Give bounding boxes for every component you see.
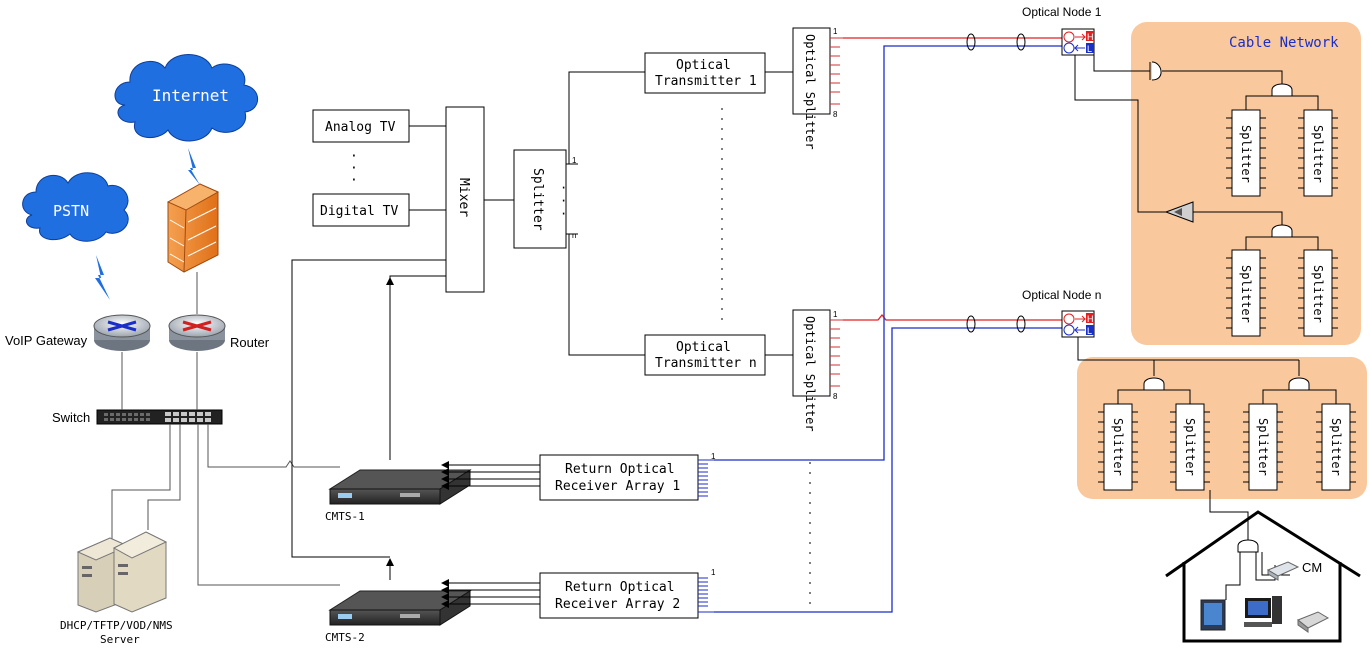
cmts-1-icon: [328, 469, 472, 505]
optical-node-1: H L: [1061, 28, 1095, 56]
svg-text:Splitter: Splitter: [1311, 265, 1325, 323]
cable-modem-icon: [1266, 561, 1300, 581]
svg-text:L: L: [1087, 44, 1092, 54]
svg-text:L: L: [1087, 326, 1092, 336]
optical-transmitter-n: [644, 334, 766, 376]
receiver-1-line2: Receiver Array 1: [555, 479, 680, 494]
splittern-port-last: 8: [833, 392, 838, 401]
svg-text:Splitter: Splitter: [1239, 125, 1253, 183]
server-label-line1: DHCP/TFTP/VOD/NMS: [60, 619, 173, 632]
tv-set-icon: [1200, 599, 1226, 631]
receiver-1-line1: Return Optical: [565, 462, 675, 477]
transmitter-1-line2: Transmitter 1: [655, 74, 757, 89]
tv-dots-2: ·: [350, 161, 358, 176]
svg-text:Splitter: Splitter: [1256, 418, 1270, 476]
receiver-to-cmts-links: [441, 461, 540, 608]
return-receiver-1: [539, 454, 699, 501]
node1-tap-icon: [1149, 61, 1162, 81]
receiver-2-line1: Return Optical: [565, 580, 675, 595]
voip-gateway-icon: [93, 314, 151, 351]
computer-icon: [1244, 596, 1282, 627]
optical-splitter-1: [792, 27, 831, 115]
splitter-output-ports: [830, 37, 843, 387]
switch-icon: [96, 409, 223, 425]
firewall-icon: [166, 183, 220, 273]
node1-amplifier-inner-icon: [1174, 208, 1182, 216]
splitter-label: Splitter: [530, 168, 545, 231]
lan-links: [111, 272, 340, 586]
transmitter-n-line2: Transmitter n: [655, 356, 757, 371]
return-receiver-2: [539, 572, 699, 619]
receiver-2-port: 1: [711, 568, 716, 577]
receiver-2-line2: Receiver Array 2: [555, 597, 680, 612]
tv-dots-3: ·: [350, 173, 358, 188]
internet-link-icon: [188, 148, 200, 185]
optical-node-1-label: Optical Node 1: [1022, 5, 1102, 19]
switch-label: Switch: [52, 410, 90, 425]
analog-tv-label: Analog TV: [325, 120, 396, 135]
optical-node-n-label: Optical Node n: [1022, 288, 1101, 302]
optical-transmitter-1: [644, 52, 766, 94]
splitter1-port-last: 8: [833, 110, 838, 119]
mixer-box: [445, 106, 485, 293]
splitter1-port-first: 1: [833, 27, 838, 36]
fiber-loops: [966, 33, 1026, 333]
cmts-2-label: CMTS-2: [325, 631, 365, 644]
svg-text:H: H: [1087, 314, 1094, 324]
svg-text:Splitter: Splitter: [1239, 265, 1253, 323]
optical-node-n: H L: [1061, 310, 1095, 338]
pstn-cloud: PSTN: [22, 172, 129, 242]
receiver-input-ports: [698, 459, 714, 613]
tv-dots: ·: [350, 149, 358, 164]
splitter-port-n: n: [572, 231, 576, 240]
node1-coupler-1-icon: [1271, 83, 1293, 97]
digital-tv-box: [312, 193, 410, 227]
pstn-label: PSTN: [53, 202, 89, 220]
noden-coupler-2-icon: [1288, 377, 1310, 391]
splitter-port-1: 1: [572, 156, 577, 165]
mixer-label: Mixer: [456, 178, 471, 217]
cmts-2-icon: [328, 590, 472, 626]
node1-coupler-2-icon: [1271, 224, 1293, 238]
return-fibers: [714, 45, 1062, 613]
svg-text:Splitter: Splitter: [1183, 418, 1197, 476]
cmts-1-label: CMTS-1: [325, 510, 365, 523]
cm-label: CM: [1302, 560, 1322, 575]
node1-splitters: Splitter Splitter Splitter Splitter: [1226, 100, 1338, 337]
splitter-box: [513, 149, 567, 249]
noden-coupler-1-icon: [1143, 377, 1165, 391]
home-icon: [1165, 510, 1361, 643]
router-icon: [168, 314, 226, 351]
transmitter-n-line1: Optical: [676, 340, 731, 355]
splitter-port-dots-2: ·: [560, 194, 567, 208]
noden-coax-tree: [1077, 337, 1337, 545]
splitter-port-dots: ·: [560, 181, 567, 195]
noden-splitters: Splitter Splitter Splitter Splitter: [1098, 403, 1356, 491]
transmitter-1-line1: Optical: [676, 58, 731, 73]
svg-text:H: H: [1087, 32, 1094, 42]
svg-text:Splitter: Splitter: [1329, 418, 1343, 476]
svg-text:Splitter: Splitter: [1311, 125, 1325, 183]
optical-splitter-n: [792, 309, 831, 397]
digital-tv-label: Digital TV: [320, 204, 398, 219]
router-label: Router: [230, 335, 270, 350]
forward-fibers: [843, 37, 1062, 321]
svg-text:Splitter: Splitter: [1111, 418, 1125, 476]
pstn-link-icon: [95, 255, 110, 300]
internet-label: Internet: [152, 86, 229, 105]
optical-splitter-1-label: Optical Splitter: [803, 34, 817, 150]
cable-network-title: Cable Network: [1229, 35, 1339, 51]
cable-network-zone-lower: [1077, 357, 1367, 499]
server-label-line2: Server: [100, 633, 140, 646]
server-icon: [76, 531, 168, 613]
phone-icon: [1297, 611, 1330, 633]
internet-cloud: Internet: [114, 54, 259, 142]
optical-splitter-n-label: Optical Splitter: [803, 316, 817, 432]
receiver-1-port: 1: [711, 452, 716, 461]
voip-gateway-label: VoIP Gateway: [5, 333, 88, 348]
splitter-port-dots-3: ·: [560, 207, 567, 221]
splittern-port-first: 1: [833, 310, 838, 319]
